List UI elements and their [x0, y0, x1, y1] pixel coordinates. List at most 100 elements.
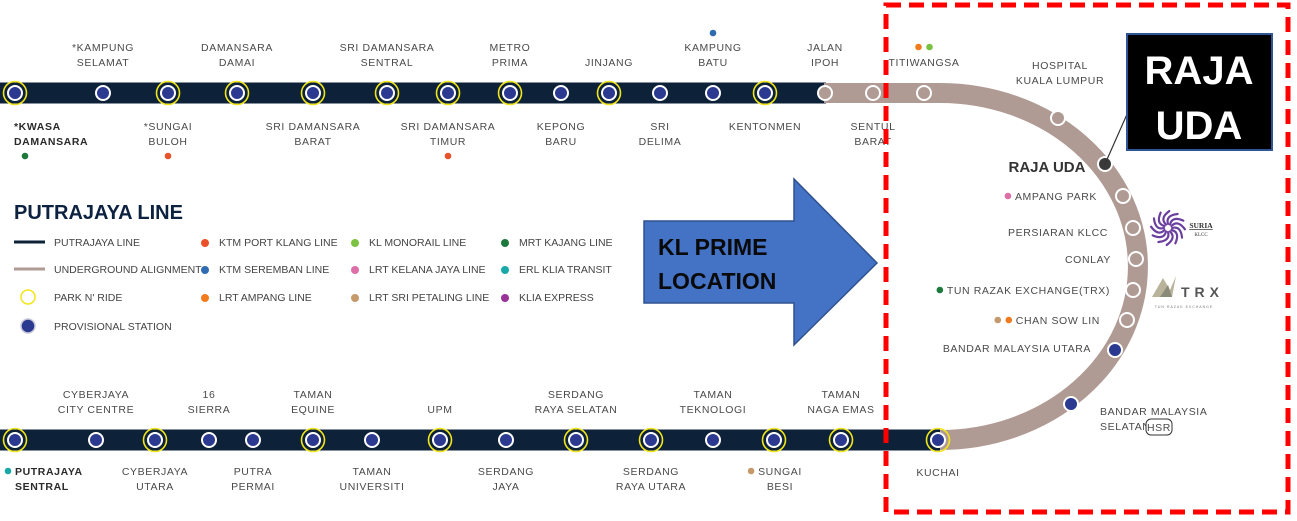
station-marker: [833, 432, 849, 448]
station-loop-3[interactable]: [1125, 220, 1141, 236]
station-top-7[interactable]: [497, 80, 523, 106]
station-loop-4[interactable]: [1128, 251, 1144, 267]
trx-logo-subtext: TUN RAZAK EXCHANGE: [1155, 305, 1213, 309]
station-top-0[interactable]: [2, 80, 28, 106]
station-label-line: BARAT: [294, 136, 331, 148]
station-bottom-7[interactable]: [427, 427, 453, 453]
raja-uda-callout-box: [1126, 33, 1273, 151]
station-bottom-8[interactable]: [498, 432, 514, 448]
station-top-8[interactable]: [553, 85, 569, 101]
station-marker: [95, 85, 111, 101]
station-bottom-11[interactable]: [705, 432, 721, 448]
station-marker: [757, 85, 773, 101]
suria-spiral-arm: [1151, 230, 1168, 239]
interchange-ktm-port-klang-dot: [444, 152, 452, 160]
station-marker: [1125, 220, 1141, 236]
park-ride-ring: [563, 427, 589, 453]
kl-monorail-dot-icon: [351, 239, 359, 247]
station-loop-2[interactable]: [1115, 188, 1131, 204]
station-label-line: TIMUR: [430, 136, 466, 148]
station-bottom-6[interactable]: [364, 432, 380, 448]
park-ride-ring: [374, 80, 400, 106]
station-top-2[interactable]: [155, 80, 181, 106]
station-label-line: TITIWANGSA: [889, 57, 960, 69]
park-ride-ring: [752, 80, 778, 106]
station-loop-8[interactable]: [1063, 396, 1079, 412]
station-top-5[interactable]: [374, 80, 400, 106]
station-label-line: SERDANG: [478, 466, 534, 478]
park-ride-ring: [497, 80, 523, 106]
station-top-11[interactable]: [705, 85, 721, 101]
station-top-14[interactable]: [865, 85, 881, 101]
legend-item-mrt-kajang: MRT KAJANG LINE: [501, 237, 613, 249]
station-loop-6[interactable]: [1119, 312, 1135, 328]
station-bottom-9[interactable]: [563, 427, 589, 453]
station-top-1[interactable]: [95, 85, 111, 101]
station-marker: [930, 432, 946, 448]
station-top-15[interactable]: [916, 85, 932, 101]
station-loop-7[interactable]: [1107, 342, 1123, 358]
station-loop-9[interactable]: [925, 427, 951, 453]
station-marker: [553, 85, 569, 101]
interchange-mrt-kajang-dot: [936, 286, 944, 294]
station-name: BANDAR MALAYSIA UTARA: [943, 343, 1091, 355]
station-bottom-0[interactable]: [2, 427, 28, 453]
station-top-13[interactable]: [817, 85, 833, 101]
suria-spiral-arm: [1168, 217, 1185, 226]
station-name: KENTONMEN: [729, 121, 801, 133]
station-bottom-10[interactable]: [638, 427, 664, 453]
station-label-line: KUALA LUMPUR: [1016, 75, 1104, 87]
station-label-line: TAMAN: [694, 389, 733, 401]
station-label-line: EQUINE: [291, 404, 335, 416]
legend-item-lrt-kelana-jaya: LRT KELANA JAYA LINE: [351, 264, 486, 276]
station-top-12[interactable]: [752, 80, 778, 106]
suria-spiral-arm: [1166, 212, 1179, 226]
station-label-line: *KWASA: [14, 121, 61, 133]
lrt-sri-petaling-dot-icon: [351, 294, 359, 302]
station-bottom-12[interactable]: [761, 427, 787, 453]
hsr-badge: [1145, 418, 1173, 436]
legend-label: MRT KAJANG LINE: [519, 237, 613, 249]
station-top-9[interactable]: [596, 80, 622, 106]
station-top-4[interactable]: [300, 80, 326, 106]
station-bottom-4[interactable]: [245, 432, 261, 448]
station-marker: [1107, 342, 1123, 358]
station-label-line: KEPONG: [537, 121, 586, 133]
station-top-10[interactable]: [652, 85, 668, 101]
highlight-border: [883, 2, 1291, 515]
station-bottom-2[interactable]: [142, 427, 168, 453]
station-label-line: BARAT: [854, 136, 891, 148]
station-label-line: PERSIARAN KLCC: [1008, 227, 1108, 239]
station-marker: [245, 432, 261, 448]
station-bottom-1[interactable]: [88, 432, 104, 448]
lrt-kelana-jaya-dot-icon: [351, 266, 359, 274]
station-loop-5[interactable]: [1125, 282, 1141, 298]
station-label-line: CHAN SOW LIN: [1016, 315, 1100, 327]
station-top-6[interactable]: [435, 80, 461, 106]
station-bottom-5[interactable]: [300, 427, 326, 453]
station-marker: [1115, 188, 1131, 204]
station-bottom-13[interactable]: [828, 427, 854, 453]
station-bottom-3[interactable]: [201, 432, 217, 448]
station-loop-0[interactable]: [1050, 110, 1066, 126]
station-label-line: SENTUL: [850, 121, 895, 133]
station-top-3[interactable]: [224, 80, 250, 106]
station-name: CHAN SOW LIN: [1016, 315, 1100, 327]
station-label-line: TAMAN: [822, 389, 861, 401]
station-label-line: TAMAN: [294, 389, 333, 401]
park-ride-ring: [300, 80, 326, 106]
